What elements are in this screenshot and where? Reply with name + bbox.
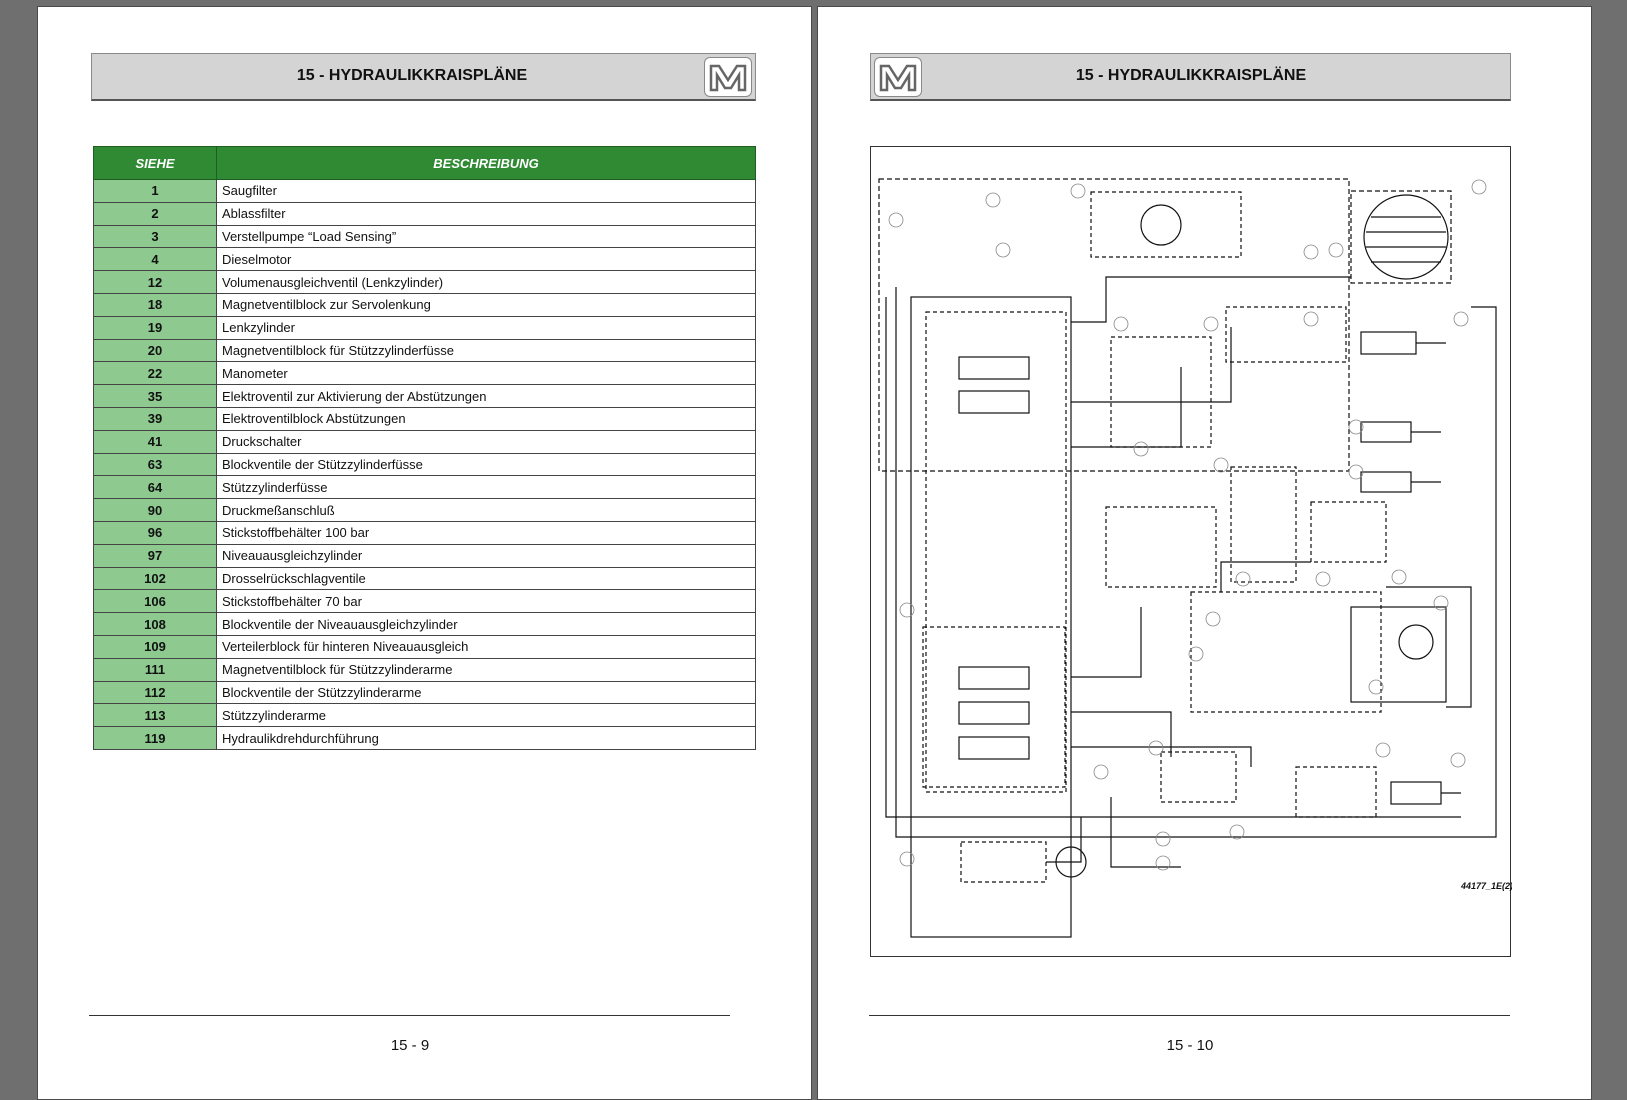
description-cell: Elektroventilblock Abstützungen xyxy=(216,406,756,431)
ref-number-cell: 119 xyxy=(93,726,217,750)
page-number: 15 - 10 xyxy=(1166,1037,1214,1054)
ref-number-cell: 39 xyxy=(93,406,217,431)
ref-number-cell: 41 xyxy=(93,429,217,454)
description-cell: Stickstoffbehälter 70 bar xyxy=(216,589,756,614)
description-cell: Blockventile der Niveauausgleichzylinder xyxy=(216,612,756,636)
column-header-desc: BESCHREIBUNG xyxy=(216,146,756,180)
ref-number-cell: 97 xyxy=(93,543,217,568)
column-header-ref: SIEHE xyxy=(93,146,217,180)
description-cell: Hydraulikdrehdurchführung xyxy=(216,726,756,750)
description-cell: Magnetventilblock zur Servolenkung xyxy=(216,292,756,317)
ref-number-cell: 113 xyxy=(93,703,217,728)
schematic-drawing: 44177_1E(2) xyxy=(878,178,1512,938)
ref-number-cell: 109 xyxy=(93,634,217,659)
footer-divider xyxy=(89,1015,730,1016)
ref-number-cell: 1 xyxy=(93,179,217,203)
ref-number-cell: 4 xyxy=(93,247,217,272)
page-number: 15 - 9 xyxy=(390,1037,430,1054)
footer-divider xyxy=(869,1015,1510,1016)
brand-logo xyxy=(704,57,752,97)
ref-number-cell: 102 xyxy=(93,566,217,591)
left-page: 15 - HYDRAULIKKRAISPLÄNE SIEHE BESCHREIB… xyxy=(37,6,812,1100)
description-cell: Dieselmotor xyxy=(216,247,756,272)
description-cell: Drosselrückschlagventile xyxy=(216,566,756,591)
description-cell: Verteilerblock für hinteren Niveauausgle… xyxy=(216,634,756,659)
ref-number-cell: 20 xyxy=(93,338,217,363)
ref-number-cell: 22 xyxy=(93,361,217,386)
ref-number-cell: 112 xyxy=(93,680,217,705)
page-title: 15 - HYDRAULIKKRAISPLÄNE xyxy=(1075,67,1307,84)
ref-number-cell: 19 xyxy=(93,315,217,340)
diagram-code: 44177_1E(2) xyxy=(1460,881,1512,891)
ref-number-cell: 64 xyxy=(93,475,217,500)
description-cell: Manometer xyxy=(216,361,756,386)
hydraulic-schematic: 44177_1E(2) xyxy=(870,146,1512,957)
description-cell: Stützzylinderfüsse xyxy=(216,475,756,500)
right-page: 15 - HYDRAULIKKRAISPLÄNE xyxy=(817,6,1592,1100)
description-cell: Magnetventilblock für Stützzylinderarme xyxy=(216,657,756,682)
page-header: 15 - HYDRAULIKKRAISPLÄNE xyxy=(91,53,756,101)
description-cell: Ablassfilter xyxy=(216,201,756,226)
description-cell: Stützzylinderarme xyxy=(216,703,756,728)
brand-logo xyxy=(874,57,922,97)
ref-number-cell: 12 xyxy=(93,270,217,294)
description-cell: Magnetventilblock für Stützzylinderfüsse xyxy=(216,338,756,363)
description-cell: Druckschalter xyxy=(216,429,756,454)
description-cell: Stickstoffbehälter 100 bar xyxy=(216,520,756,545)
ref-number-cell: 90 xyxy=(93,498,217,522)
description-cell: Niveauausgleichzylinder xyxy=(216,543,756,568)
description-cell: Lenkzylinder xyxy=(216,315,756,340)
description-cell: Blockventile der Stützzylinderfüsse xyxy=(216,452,756,477)
description-cell: Verstellpumpe “Load Sensing” xyxy=(216,224,756,249)
description-cell: Blockventile der Stützzylinderarme xyxy=(216,680,756,705)
description-cell: Druckmeßanschluß xyxy=(216,498,756,522)
ref-number-cell: 63 xyxy=(93,452,217,477)
ref-number-cell: 2 xyxy=(93,201,217,226)
description-cell: Elektroventil zur Aktivierung der Abstüt… xyxy=(216,384,756,408)
ref-number-cell: 108 xyxy=(93,612,217,636)
ref-number-cell: 96 xyxy=(93,520,217,545)
description-cell: Saugfilter xyxy=(216,179,756,203)
ref-number-cell: 106 xyxy=(93,589,217,614)
ref-number-cell: 35 xyxy=(93,384,217,408)
ref-number-cell: 111 xyxy=(93,657,217,682)
page-header: 15 - HYDRAULIKKRAISPLÄNE xyxy=(870,53,1511,101)
ref-number-cell: 18 xyxy=(93,292,217,317)
description-cell: Volumenausgleichventil (Lenkzylinder) xyxy=(216,270,756,294)
ref-number-cell: 3 xyxy=(93,224,217,249)
page-title: 15 - HYDRAULIKKRAISPLÄNE xyxy=(296,67,528,84)
table-header-row: SIEHE BESCHREIBUNG xyxy=(93,146,756,180)
